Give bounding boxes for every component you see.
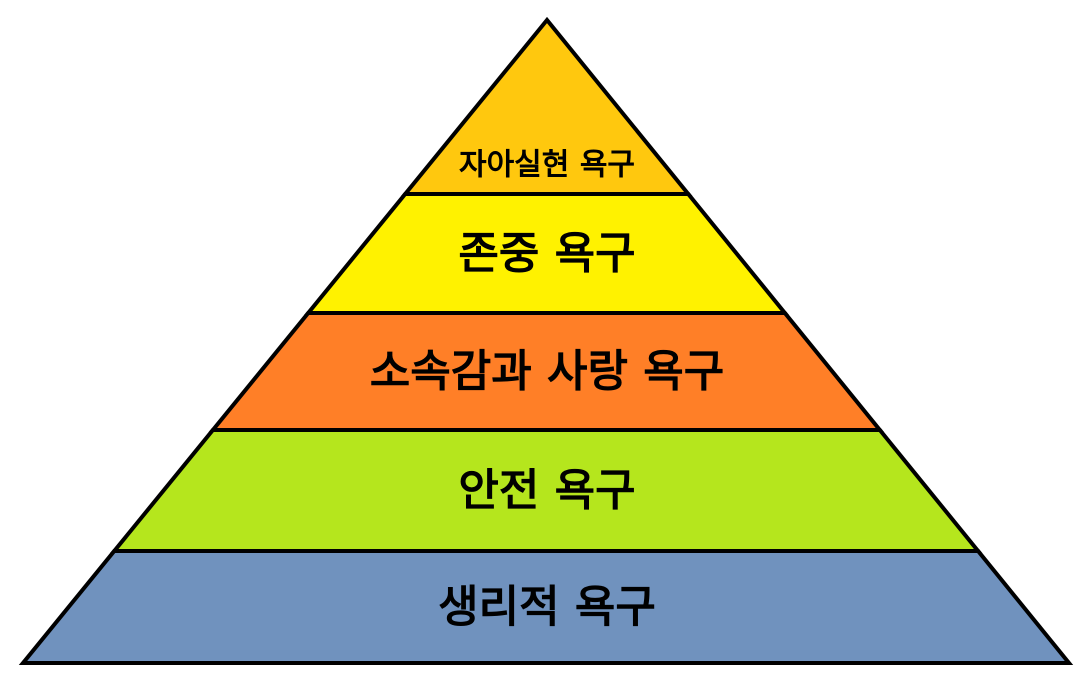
safety-label: 안전 욕구 <box>458 465 635 516</box>
physiological-layer <box>18 549 1074 665</box>
self-actualization-label: 자아실현 욕구 <box>459 148 635 183</box>
physiological-label: 생리적 욕구 <box>438 582 656 633</box>
esteem-label: 존중 욕구 <box>458 228 635 279</box>
belonging-love-label: 소속감과 사랑 욕구 <box>370 346 724 397</box>
